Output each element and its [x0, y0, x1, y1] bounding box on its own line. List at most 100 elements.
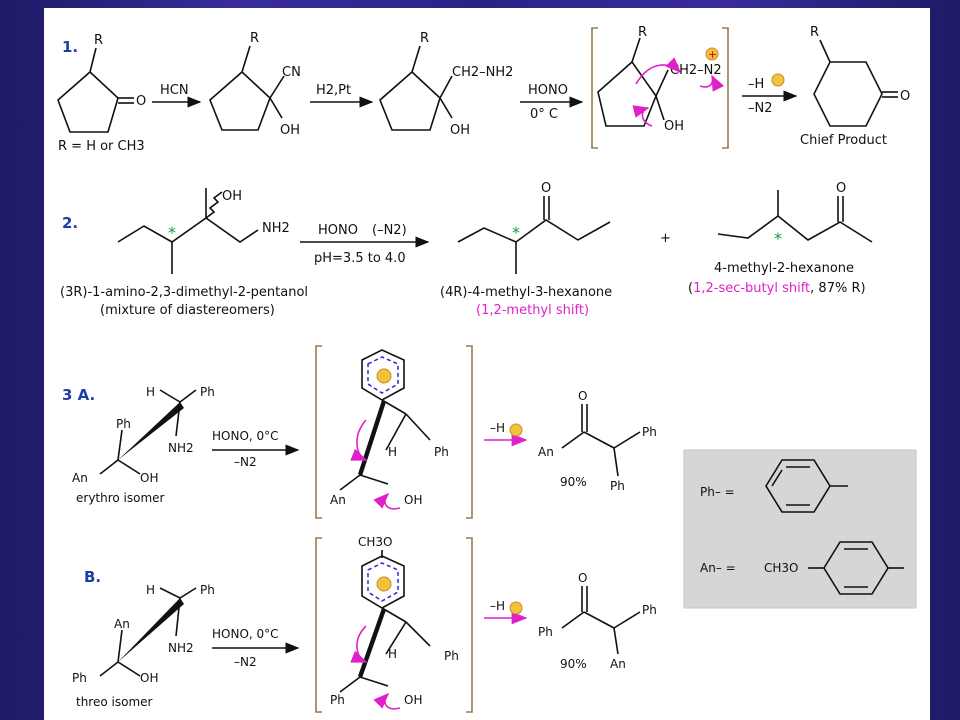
yield-label: 90% — [560, 475, 587, 489]
methoxy-group: CH3O — [764, 561, 798, 575]
reactant-note: (mixture of diastereomers) — [100, 303, 275, 318]
diazonium-group: CH2–N2 — [670, 63, 722, 78]
cyano-group: CN — [282, 65, 301, 80]
plus-sign: + — [660, 231, 671, 246]
anisyl-group: An — [538, 445, 554, 459]
carbonyl-oxygen: O — [578, 389, 587, 403]
amino-group: NH2 — [262, 221, 290, 236]
phenyl-ring-icon — [765, 459, 848, 513]
loss-of-proton: –H — [490, 421, 505, 435]
ketone-product-b: O Ph Ph An 90% — [538, 571, 657, 671]
aminomethyl-group: CH2–NH2 — [452, 65, 513, 80]
phenyl-group: Ph — [200, 385, 215, 399]
isomer-label: erythro isomer — [76, 491, 165, 505]
phenyl-group: Ph — [330, 693, 345, 707]
r-group-label: R — [250, 31, 259, 46]
reaction-3a-number: 3 A. — [62, 386, 95, 404]
amino-pentanol: * OH NH2 (3R)-1-amino-2,3-dimethyl-2-pen… — [60, 188, 308, 318]
h-atom: H — [146, 583, 155, 597]
amino-group: NH2 — [168, 441, 194, 455]
migration-arrow — [635, 57, 682, 85]
r-group-note: R = H or CH3 — [58, 139, 145, 154]
phenyl-group: Ph — [444, 649, 459, 663]
methyl-shift-note: (1,2-methyl shift) — [476, 303, 589, 318]
positive-charge-icon — [509, 601, 523, 615]
h-atom: H — [388, 647, 397, 661]
reagent-hono: HONO — [318, 223, 358, 238]
cyclopentanone: R O R = H or CH3 — [57, 33, 146, 154]
anisyl-group: An — [72, 471, 88, 485]
hydroxyl-group: OH — [404, 493, 422, 507]
r-group-label: R — [810, 25, 819, 40]
erythro-reactant: H Ph Ph NH2 An OH erythro isomer — [72, 385, 215, 505]
stereocenter-marker: * — [168, 223, 176, 242]
methoxy-group: CH3O — [358, 535, 392, 549]
phenonium-intermediate-a: Ph H An OH — [315, 345, 473, 519]
reaction-3b: B. H Ph An NH2 Ph OH threo isomer HONO, … — [72, 535, 657, 713]
phenyl-group: Ph — [434, 445, 449, 459]
phenyl-group: Ph — [200, 583, 215, 597]
migration-arrow — [350, 625, 368, 663]
hydroxyl-group: OH — [404, 693, 422, 707]
reactant-name: (3R)-1-amino-2,3-dimethyl-2-pentanol — [60, 285, 308, 300]
anisyl-ring-icon — [808, 541, 904, 595]
amino-alcohol: R CH2–NH2 OH — [379, 31, 513, 138]
reaction-2: 2. * OH NH2 (3R)-1-amino-2,3-dimethyl-2-… — [60, 181, 873, 318]
phenyl-group: Ph — [72, 671, 87, 685]
reaction-2-number: 2. — [62, 214, 78, 232]
hydroxyl-group: OH — [280, 123, 300, 138]
reagent-hono: HONO, 0°C — [212, 429, 279, 443]
methyl-2-hexanone-product: * O 4-methyl-2-hexanone (1,2-sec-butyl s… — [688, 181, 873, 296]
methyl-hexanone-product: * O (4R)-4-methyl-3-hexanone (1,2-methyl… — [440, 181, 612, 318]
loss-of-proton: –H — [748, 77, 764, 92]
sec-butyl-shift-note: (1,2-sec-butyl shift, 87% R) — [688, 281, 866, 296]
positive-charge-icon — [376, 368, 392, 384]
reagent-hono: HONO — [528, 83, 568, 98]
lone-pair-arrow — [373, 692, 401, 710]
hydroxyl-group: OH — [140, 671, 158, 685]
carbonyl-oxygen: O — [578, 571, 587, 585]
phenyl-group: Ph — [642, 425, 657, 439]
reagent-h2-pt: H2,Pt — [316, 83, 351, 98]
reaction-1: 1. R O R = H or CH3 HCN R CN OH H2,Pt — [57, 25, 910, 154]
ketone-product-a: O An Ph Ph 90% — [538, 389, 657, 493]
positive-charge-icon — [376, 576, 392, 592]
anisyl-group: An — [114, 617, 130, 631]
product-name: 4-methyl-2-hexanone — [714, 261, 854, 276]
positive-charge-icon — [705, 47, 719, 61]
positive-charge-icon — [509, 423, 523, 437]
positive-charge-icon — [771, 73, 785, 87]
isomer-label: threo isomer — [76, 695, 153, 709]
hydroxyl-group: OH — [664, 119, 684, 134]
n2-loss-arrow — [699, 74, 725, 92]
carbonyl-oxygen: O — [836, 181, 846, 196]
hydroxyl-group: OH — [450, 123, 470, 138]
diazonium-intermediate: R CH2–N2 + OH — [591, 25, 729, 149]
legend-box: Ph– = An– = CH3O — [683, 449, 917, 609]
r-group-label: R — [94, 33, 103, 48]
anisyl-group: An — [610, 657, 626, 671]
loss-of-proton: –H — [490, 599, 505, 613]
migration-arrow — [350, 419, 368, 461]
reagent-hono: HONO, 0°C — [212, 627, 279, 641]
loss-of-nitrogen: –N2 — [748, 101, 773, 116]
reagent-hcn: HCN — [160, 83, 189, 98]
threo-reactant: H Ph An NH2 Ph OH threo isomer — [72, 583, 215, 709]
reaction-1-number: 1. — [62, 38, 78, 56]
h-atom: H — [146, 385, 155, 399]
stereocenter-marker: * — [512, 223, 520, 242]
phenyl-group: Ph — [610, 479, 625, 493]
amino-group: NH2 — [168, 641, 194, 655]
hydroxyl-group: OH — [222, 189, 242, 204]
anisyl-group: An — [330, 493, 346, 507]
phenonium-intermediate-b: CH3O Ph H Ph OH — [315, 535, 473, 713]
h-atom: H — [388, 445, 397, 459]
phenyl-legend-label: Ph– = — [700, 485, 735, 499]
ph-condition: pH=3.5 to 4.0 — [314, 251, 406, 266]
loss-of-nitrogen: (–N2) — [372, 223, 407, 238]
reaction-3b-number: B. — [84, 568, 101, 586]
yield-label: 90% — [560, 657, 587, 671]
cyclohexanone-product: R O Chief Product — [800, 25, 910, 148]
anisyl-legend-label: An– = — [700, 561, 736, 575]
